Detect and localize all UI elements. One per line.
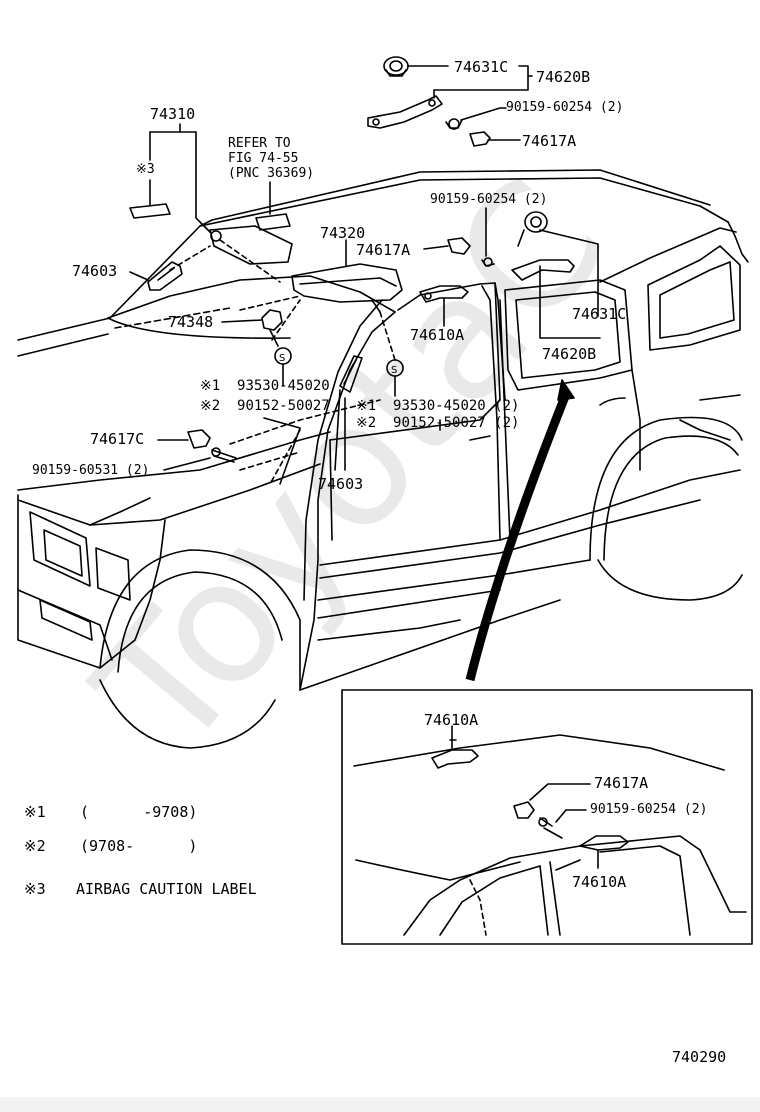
part-74348-holder xyxy=(261,309,283,331)
part-74617c-clip xyxy=(187,429,211,449)
note-text-1: ( -9708) xyxy=(80,803,198,821)
part-74620b-right-grip xyxy=(511,259,575,281)
vehicle-outline xyxy=(17,169,749,749)
label-93530-45020-right: ※1 93530-45020 (2) xyxy=(356,398,520,414)
note-text-3: AIRBAG CAUTION LABEL xyxy=(76,880,257,898)
label-74631c-right: 74631C xyxy=(572,305,627,323)
label-74348: 74348 xyxy=(168,313,214,331)
inset-label-74610a-top: 74610A xyxy=(424,711,479,729)
label-mark3-sticker: ※3 xyxy=(136,162,155,177)
label-90152-50027-left: ※2 90152-50027 xyxy=(200,398,330,414)
part-74320-sun-visor xyxy=(291,263,403,313)
figure-number: 740290 xyxy=(672,1048,727,1066)
label-74617a-mid: 74617A xyxy=(356,241,411,259)
inset-label-74617a: 74617A xyxy=(594,774,649,792)
refer-line1: REFER TO xyxy=(228,136,291,151)
label-90159-60254-mid: 90159-60254 (2) xyxy=(430,192,548,207)
label-93530-45020-left: ※1 93530-45020 xyxy=(200,378,330,394)
note-mark-3: ※3 xyxy=(24,880,46,898)
part-screw-s-right: S xyxy=(386,359,404,377)
inset-label-90159-60254: 90159-60254 (2) xyxy=(590,802,708,817)
label-74620b-right: 74620B xyxy=(542,345,597,363)
label-74603-left: 74603 xyxy=(72,262,118,280)
detail-inset xyxy=(341,689,753,945)
note-mark-1: ※1 xyxy=(24,803,46,821)
label-74603-bottom: 74603 xyxy=(318,475,364,493)
detail-arrow xyxy=(465,379,575,682)
footer-bar xyxy=(0,1097,760,1112)
label-90159-60531: 90159-60531 (2) xyxy=(32,463,150,478)
part-74310-sticker xyxy=(129,203,171,219)
part-74617a-top-clip xyxy=(469,131,491,147)
refer-line2: FIG 74-55 xyxy=(228,151,299,166)
part-74603-pillar-trim xyxy=(339,355,363,393)
part-90159-60254-mid-screw xyxy=(481,257,495,267)
refer-line3: (PNC 36369) xyxy=(228,166,315,181)
part-74610a-grip xyxy=(419,285,469,303)
label-74620b-top: 74620B xyxy=(536,68,591,86)
svg-text:S: S xyxy=(279,353,285,364)
label-74320: 74320 xyxy=(320,224,366,242)
label-74631c-top: 74631C xyxy=(454,58,509,76)
dashed-reference-lines xyxy=(169,239,396,485)
svg-text:S: S xyxy=(391,365,397,376)
note-text-2: (9708- ) xyxy=(80,837,198,855)
label-74617c: 74617C xyxy=(90,430,145,448)
part-74310-label-plate xyxy=(209,213,293,265)
inset-label-74610a-bottom: 74610A xyxy=(572,873,627,891)
label-74310: 74310 xyxy=(150,105,196,123)
part-74631c-top-clip xyxy=(383,56,409,77)
part-90159-60254-top-screw xyxy=(445,118,463,130)
label-74610a: 74610A xyxy=(410,326,465,344)
part-90159-60531-screw xyxy=(211,447,237,463)
label-90159-60254-top: 90159-60254 (2) xyxy=(506,100,624,115)
part-74617a-mid-clip xyxy=(447,237,471,255)
label-90152-50027-right: ※2 90152-50027 (2) xyxy=(356,415,520,431)
part-74631c-right-clip xyxy=(524,211,548,233)
part-74620b-top-grip xyxy=(367,95,443,129)
leader-lines xyxy=(129,65,601,485)
label-74617a-top: 74617A xyxy=(522,132,577,150)
part-screw-s-left: S xyxy=(274,347,292,365)
part-74603-pillar-left xyxy=(147,261,183,291)
note-mark-2: ※2 xyxy=(24,837,46,855)
